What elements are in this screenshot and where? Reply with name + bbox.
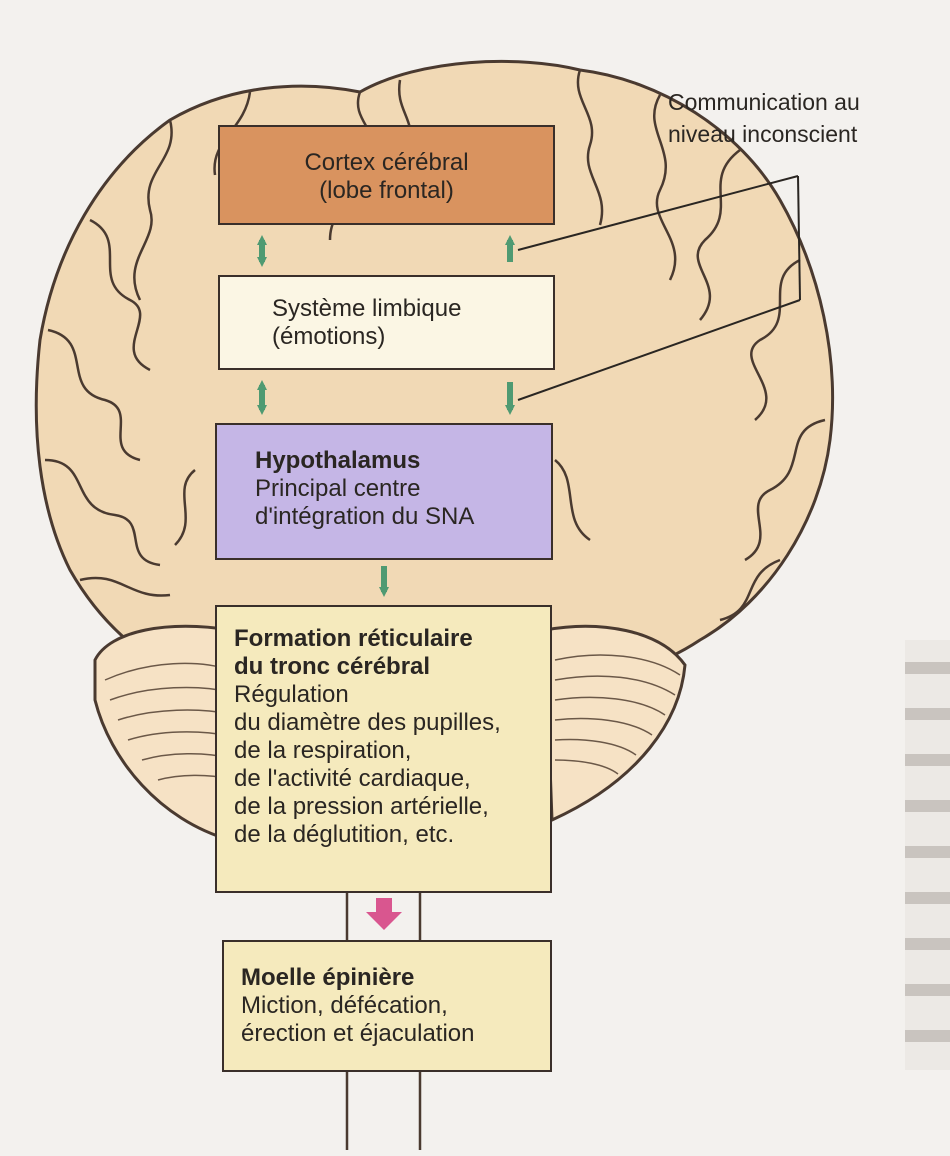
background-page-text — [905, 640, 950, 1070]
box-hypothalamus: Hypothalamus Principal centre d'intégrat… — [215, 423, 553, 560]
annotation-text: Communication au niveau inconscient — [668, 86, 928, 150]
box-cortex: Cortex cérébral (lobe frontal) — [218, 125, 555, 225]
arrow-reticular-spinal — [366, 898, 402, 930]
box-reticular-formation: Formation réticulaire du tronc cérébral … — [215, 605, 552, 893]
box-spinal-cord: Moelle épinière Miction, défécation, ére… — [222, 940, 552, 1072]
box-limbic-system: Système limbique (émotions) — [218, 275, 555, 370]
